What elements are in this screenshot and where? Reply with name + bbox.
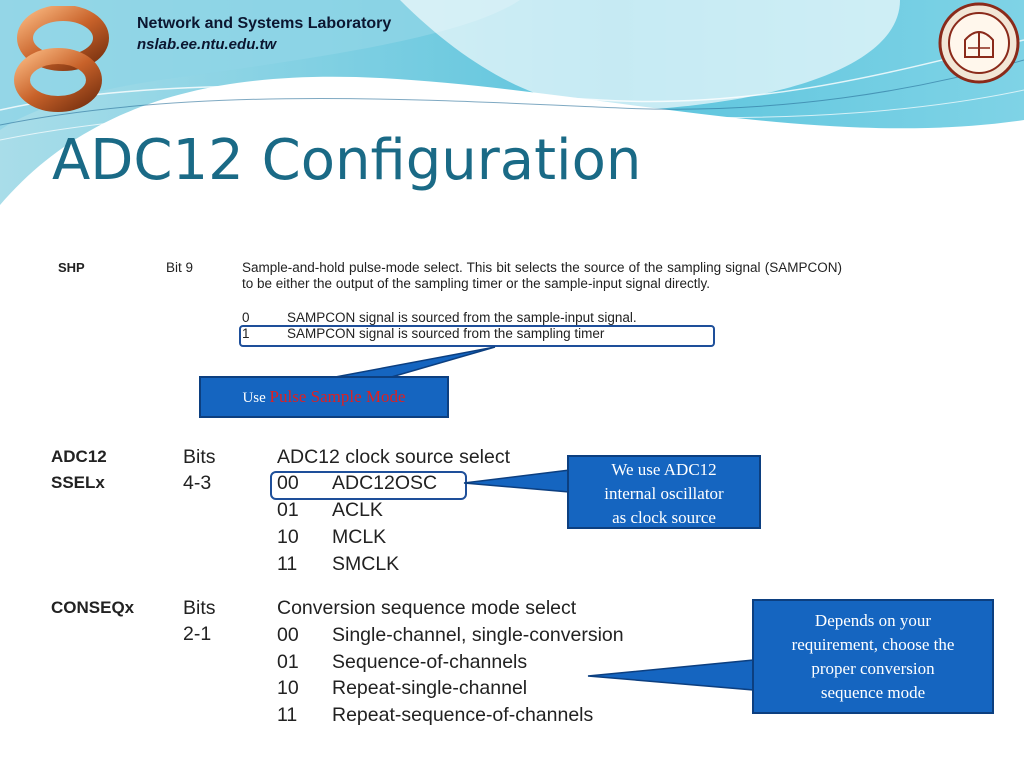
option-code: 01: [277, 499, 299, 521]
option-code: 11: [277, 553, 298, 575]
conseq-mode-callout: Depends on your requirement, choose the …: [752, 599, 994, 714]
option-code: 1: [242, 326, 250, 341]
conseq-option-2: 10 Repeat-single-channel: [277, 675, 527, 701]
slide-title: ADC12 Configuration: [52, 128, 642, 193]
conseq-option-0: 00 Single-channel, single-conversion: [277, 622, 624, 648]
shp-field-name: SHP: [58, 260, 85, 275]
option-text: Single-channel, single-conversion: [332, 624, 624, 646]
shp-description: Sample-and-hold pulse-mode select. This …: [242, 260, 842, 291]
option-text: ACLK: [332, 499, 383, 521]
option-code: 0: [242, 310, 250, 325]
callout-line: sequence mode: [820, 683, 926, 702]
ssel-bits-range: 4-3: [183, 472, 212, 494]
ssel-field-name-2: SSELx: [51, 473, 105, 492]
callout-line: Depends on your: [814, 611, 932, 630]
callout-highlight-text: Pulse Sample Mode: [269, 387, 406, 406]
option-text: ADC12OSC: [332, 472, 438, 494]
header-background: [0, 0, 1024, 205]
ssel-option-0: 00 ADC12OSC: [277, 470, 437, 496]
option-text: Repeat-single-channel: [332, 677, 528, 699]
ssel-option-2: 10 MCLK: [277, 524, 386, 550]
lab-logo-icon: [14, 6, 109, 112]
conseq-option-3: 11 Repeat-sequence-of-channels: [277, 702, 593, 728]
ssel-option-3: 11 SMCLK: [277, 551, 399, 577]
option-code: 10: [277, 526, 299, 548]
callout-line: as clock source: [612, 508, 716, 527]
conseq-field-name: CONSEQx: [51, 598, 135, 617]
option-text: SAMPCON signal is sourced from the sampl…: [287, 310, 637, 325]
callout-line: We use ADC12: [611, 460, 717, 479]
option-code: 01: [277, 651, 299, 673]
option-code: 11: [277, 704, 298, 726]
option-text: MCLK: [332, 526, 387, 548]
university-seal-icon: [938, 2, 1020, 84]
conseq-register-block: CONSEQx Bits 2-1 Conversion sequence mod…: [51, 595, 701, 735]
callout-prefix: Use: [242, 390, 270, 406]
lab-name: Network and Systems Laboratory: [137, 15, 392, 32]
shp-option-1: 1 SAMPCON signal is sourced from the samp…: [242, 326, 604, 342]
callout-line: internal oscillator: [604, 484, 724, 503]
option-text: Sequence-of-channels: [332, 651, 528, 673]
conseq-option-1: 01 Sequence-of-channels: [277, 649, 527, 675]
clock-source-callout: We use ADC12 internal oscillator as cloc…: [567, 455, 761, 529]
option-text: SMCLK: [332, 553, 400, 575]
conseq-bits-label: Bits: [183, 597, 216, 619]
ssel-option-1: 01 ACLK: [277, 497, 383, 523]
option-code: 00: [277, 624, 299, 646]
option-code: 10: [277, 677, 299, 699]
ssel-header: ADC12 clock source select: [277, 446, 511, 468]
conseq-header: Conversion sequence mode select: [277, 597, 577, 619]
pulse-callout-pointer: [329, 346, 496, 379]
pulse-mode-callout: Use Pulse Sample Mode: [199, 376, 449, 418]
option-text: SAMPCON signal is sourced from the sampl…: [287, 326, 605, 341]
option-text: Repeat-sequence-of-channels: [332, 704, 594, 726]
conseq-bits-range: 2-1: [183, 623, 212, 645]
callout-line: requirement, choose the: [791, 635, 955, 654]
ssel-field-name-1: ADC12: [51, 447, 107, 466]
lab-url: nslab.ee.ntu.edu.tw: [137, 36, 277, 53]
ssel-register-block: ADC12 SSELx Bits 4-3 ADC12 clock source …: [51, 444, 571, 584]
option-code: 00: [277, 472, 299, 494]
shp-bit-number: Bit 9: [166, 260, 194, 275]
ssel-bits-label: Bits: [183, 446, 216, 468]
callout-line: proper conversion: [811, 659, 935, 678]
ssel-option-highlight: [270, 471, 467, 500]
shp-option-0: 0 SAMPCON signal is sourced from the samp…: [242, 310, 637, 326]
shp-option-highlight: [239, 325, 715, 347]
